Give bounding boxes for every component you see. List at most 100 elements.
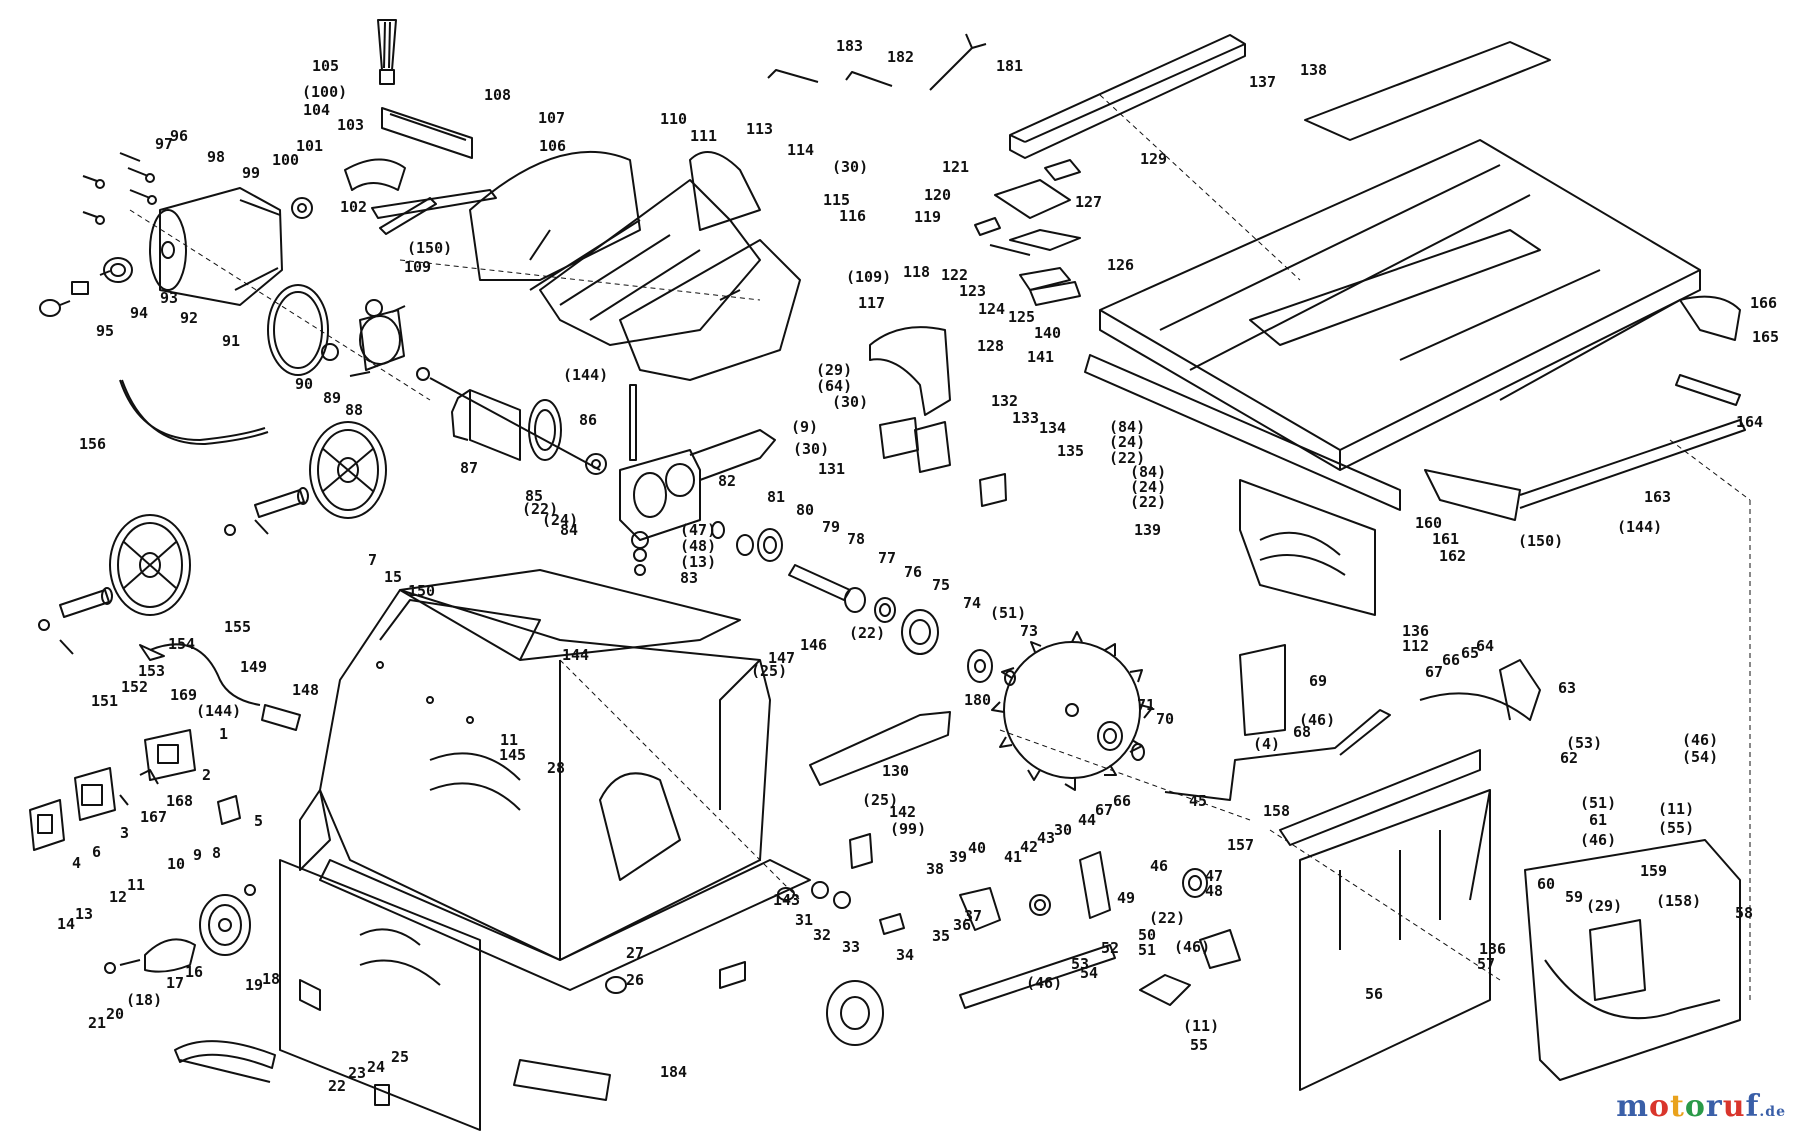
part-number-label: 11 — [500, 731, 518, 749]
part-number-label: 76 — [904, 563, 922, 581]
part-number-label: 110 — [660, 110, 687, 128]
part-number-label: 104 — [303, 101, 330, 119]
part-number-label: 43 — [1037, 829, 1055, 847]
part-number-label: 107 — [538, 109, 565, 127]
part-number-label: 1 — [219, 725, 228, 743]
part-number-label: 150 — [408, 582, 435, 600]
part-number-label: 129 — [1140, 150, 1167, 168]
part-number-label: 18 — [262, 970, 280, 988]
riving-knife-rod — [629, 384, 637, 461]
part-number-label: 82 — [718, 472, 736, 490]
part-number-label: 120 — [924, 186, 951, 204]
part-number-label: 34 — [896, 946, 914, 964]
handwheel-parts — [104, 884, 256, 974]
part-number-label: 24 — [367, 1058, 385, 1076]
part-number-label: (84) — [1109, 418, 1145, 436]
part-number-label: (18) — [126, 991, 162, 1009]
part-number-label: 13 — [75, 905, 93, 923]
part-number-label: 146 — [800, 636, 827, 654]
part-number-label: 77 — [878, 549, 896, 567]
part-number-label: 87 — [460, 459, 478, 477]
part-number-label: 180 — [964, 691, 991, 709]
part-number-label: 15 — [384, 568, 402, 586]
part-number-label: (64) — [816, 377, 852, 395]
part-number-label: 58 — [1735, 904, 1753, 922]
part-number-label: 154 — [168, 635, 195, 653]
part-number-label: (11) — [1183, 1017, 1219, 1035]
part-number-label: 48 — [1205, 882, 1223, 900]
part-number-label: 42 — [1020, 838, 1038, 856]
part-number-label: (51) — [1580, 794, 1616, 812]
part-number-label: 91 — [222, 332, 240, 350]
part-number-label: 60 — [1537, 875, 1555, 893]
part-number-label: 106 — [539, 137, 566, 155]
part-number-label: (158) — [1656, 892, 1701, 910]
part-number-label: 41 — [1004, 848, 1022, 866]
part-number-label: 169 — [170, 686, 197, 704]
part-number-label: 20 — [106, 1005, 124, 1023]
part-number-label: 81 — [767, 488, 785, 506]
part-number-label: 52 — [1101, 939, 1119, 957]
miter-gauge-part — [291, 158, 406, 219]
part-number-label: 2 — [202, 766, 211, 784]
part-number-label: (150) — [1518, 532, 1563, 550]
part-number-label: (47) — [680, 521, 716, 539]
table-top-part — [1084, 139, 1701, 511]
part-number-label: 71 — [1137, 696, 1155, 714]
part-number-label: 54 — [1080, 964, 1098, 982]
part-number-label: 8 — [212, 844, 221, 862]
part-number-label: 88 — [345, 401, 363, 419]
part-number-label: 148 — [292, 681, 319, 699]
part-number-label: 19 — [245, 976, 263, 994]
front-panel-part — [174, 859, 481, 1131]
rail-bracket-part — [1304, 41, 1551, 141]
tool-set-parts — [513, 33, 987, 1101]
part-number-label: (54) — [1682, 748, 1718, 766]
part-number-label: 121 — [942, 158, 969, 176]
part-number-label: 74 — [963, 594, 981, 612]
foot-part — [605, 976, 627, 994]
part-number-label: 57 — [1477, 955, 1495, 973]
part-number-label: 92 — [180, 309, 198, 327]
part-number-label: 144 — [562, 646, 589, 664]
part-number-label: (30) — [832, 393, 868, 411]
part-number-label: (84) — [1130, 463, 1166, 481]
part-number-label: 138 — [1300, 61, 1327, 79]
blade-guard-upper — [469, 150, 801, 381]
part-number-label: 117 — [858, 294, 885, 312]
part-number-label: 26 — [626, 971, 644, 989]
watermark-logo: motoruf.de — [1616, 1089, 1786, 1124]
part-number-label: (46) — [1580, 831, 1616, 849]
part-number-label: (55) — [1658, 819, 1694, 837]
part-number-label: 143 — [773, 891, 800, 909]
part-number-label: 141 — [1027, 348, 1054, 366]
part-number-label: 166 — [1750, 294, 1777, 312]
power-cable — [119, 379, 266, 441]
part-number-label: 23 — [348, 1064, 366, 1082]
part-number-label: 119 — [914, 208, 941, 226]
part-number-label: 99 — [242, 164, 260, 182]
part-number-label: 123 — [959, 282, 986, 300]
part-number-label: 86 — [579, 411, 597, 429]
part-number-labels: 105(100)10410310810710696979810110099102… — [57, 37, 1779, 1095]
part-number-label: (11) — [1658, 800, 1694, 818]
part-number-label: 11 — [127, 876, 145, 894]
part-number-label: 69 — [1309, 672, 1327, 690]
part-number-label: 32 — [813, 926, 831, 944]
part-number-label: 105 — [312, 57, 339, 75]
part-number-label: 147 — [768, 649, 795, 667]
part-number-label: 44 — [1078, 811, 1096, 829]
part-number-label: 63 — [1558, 679, 1576, 697]
saw-blade-part — [991, 631, 1153, 791]
part-number-label: 38 — [926, 860, 944, 878]
part-number-label: 126 — [1107, 256, 1134, 274]
part-number-label: (22) — [849, 624, 885, 642]
extension-parts-right — [1424, 295, 1746, 521]
part-number-label: 115 — [823, 191, 850, 209]
part-number-label: 124 — [978, 300, 1005, 318]
part-number-label: 65 — [1461, 644, 1479, 662]
armature-part — [416, 367, 607, 475]
part-number-label: 133 — [1012, 409, 1039, 427]
part-number-label: 145 — [499, 746, 526, 764]
